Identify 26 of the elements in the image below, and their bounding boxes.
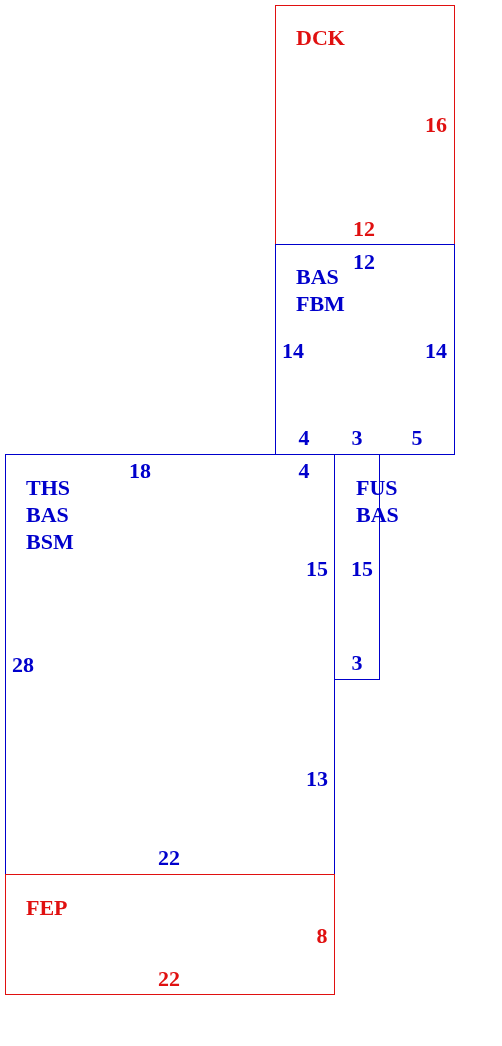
dimension-label: 18 [129,459,151,483]
dimension-label: 3 [351,651,363,675]
dimension-label: 15 [306,557,328,581]
dimension-label: 15 [351,557,373,581]
dimension-label: 28 [12,653,34,677]
dimension-label: 16 [425,113,447,137]
room-label: DCK [296,24,346,51]
dimension-label: 22 [158,846,180,870]
dimension-label: 4 [298,426,310,450]
dimension-label: 4 [298,459,310,483]
dimension-label: 8 [316,924,328,948]
room-outline [275,5,455,245]
dimension-label: 3 [351,426,363,450]
dimension-label: 12 [353,217,375,241]
dimension-label: 12 [353,250,375,274]
room-label: FEP [26,894,69,921]
dimension-label: 13 [306,767,328,791]
room-label: BAS FBM [296,263,346,317]
dimension-label: 22 [158,967,180,991]
dimension-label: 14 [425,339,447,363]
room-label: THS BAS BSM [26,474,75,555]
dimension-label: 5 [411,426,423,450]
dimension-label: 14 [282,339,304,363]
room-outline [5,454,335,875]
room-outline [5,874,335,995]
room-outline [275,244,455,455]
